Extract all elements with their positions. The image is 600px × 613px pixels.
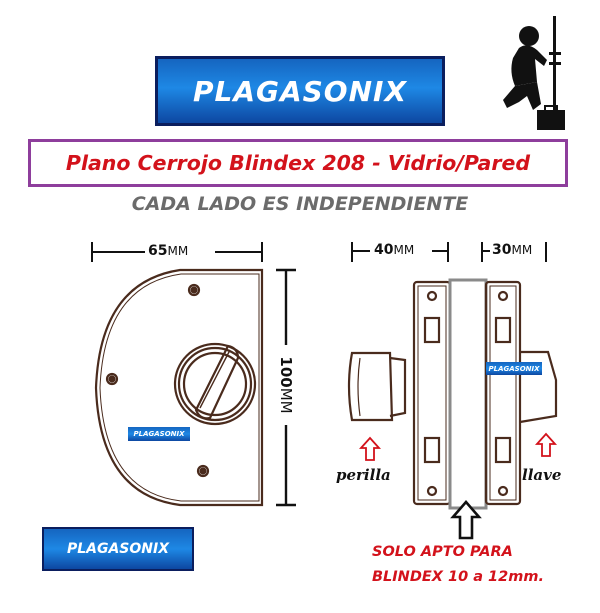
dim-width-right-a: 40MM xyxy=(374,242,415,258)
note-line-2: BLINDEX 10 a 12mm. xyxy=(372,569,544,585)
left-plate-outline xyxy=(94,268,264,507)
watermark-logo: PLAGASONIX xyxy=(128,427,190,441)
key-label: llave xyxy=(522,466,562,484)
watermark-logo: PLAGASONIX xyxy=(486,362,542,375)
knob-label: perilla xyxy=(336,466,391,484)
screw xyxy=(196,464,210,478)
knob-arrow-icon xyxy=(358,436,382,461)
brand-text: PLAGASONIX xyxy=(192,74,408,108)
title-box: Plano Cerrojo Blindex 208 - Vidrio/Pared xyxy=(28,139,568,187)
up-arrow-icon xyxy=(450,500,482,540)
dim-height-left: 100MM xyxy=(277,356,295,414)
note-line-1: SOLO APTO PARA xyxy=(372,544,513,560)
brand-banner: PLAGASONIX xyxy=(155,56,445,126)
worker-icon xyxy=(503,16,565,130)
dim-width-left: 65MM xyxy=(148,243,189,259)
screw xyxy=(105,372,119,386)
page-title: Plano Cerrojo Blindex 208 - Vidrio/Pared xyxy=(65,151,531,175)
dim-width-right-b: 30MM xyxy=(492,242,533,258)
screw xyxy=(187,283,201,297)
knob-outer xyxy=(173,342,257,426)
bottom-brand-logo: PLAGASONIX xyxy=(42,527,194,571)
subtitle: CADA LADO ES INDEPENDIENTE xyxy=(131,193,469,215)
key-arrow-icon xyxy=(534,432,558,457)
